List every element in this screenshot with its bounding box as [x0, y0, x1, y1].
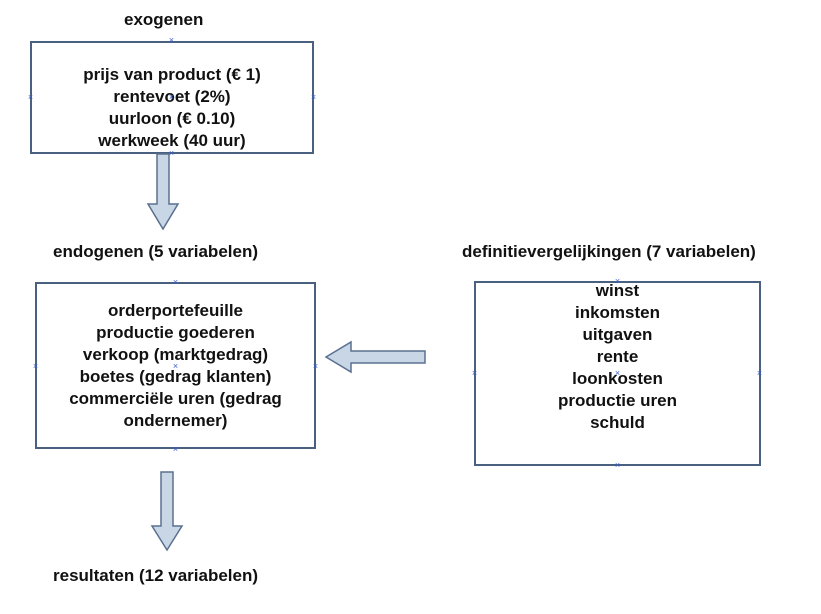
exogenous-title: exogenen	[124, 10, 204, 29]
selection-handle-icon[interactable]: ×	[614, 460, 621, 470]
exogenous-list: prijs van product (€ 1) rentevoet (2%) u…	[83, 44, 261, 152]
exogenous-item: werkweek (40 uur)	[98, 130, 246, 150]
down-arrow-shape	[150, 471, 184, 552]
endogenous-item: commerciële uren (gedrag	[69, 388, 282, 408]
selection-handle-icon[interactable]: ×	[471, 368, 478, 378]
endogenous-box[interactable]: orderportefeuille productie goederen ver…	[35, 282, 316, 449]
definitions-item: inkomsten	[574, 302, 660, 322]
down-arrow-icon	[150, 471, 184, 552]
selection-handle-icon[interactable]: ×	[310, 92, 317, 102]
endogenous-item: orderportefeuille	[107, 300, 244, 320]
definitions-item: rente	[596, 346, 639, 366]
exogenous-item: prijs van product (€ 1)	[83, 64, 261, 84]
selection-handle-icon[interactable]: ×	[172, 277, 179, 287]
definitions-box[interactable]: winst inkomsten uitgaven rente loonkoste…	[474, 281, 761, 466]
selection-handle-icon[interactable]: ×	[168, 35, 175, 45]
selection-handle-icon[interactable]: ×	[168, 92, 175, 102]
selection-handle-icon[interactable]: ×	[32, 361, 39, 371]
selection-handle-icon[interactable]: ×	[614, 276, 621, 286]
selection-handle-icon[interactable]: ×	[168, 148, 175, 158]
selection-handle-icon[interactable]: ×	[312, 361, 319, 371]
endogenous-list: orderportefeuille productie goederen ver…	[69, 300, 282, 432]
definitions-item: schuld	[590, 412, 645, 432]
selection-handle-icon[interactable]: ×	[756, 368, 763, 378]
endogenous-item: boetes (gedrag klanten)	[79, 366, 272, 386]
results-title: resultaten (12 variabelen)	[53, 566, 259, 585]
definitions-item: productie uren	[557, 390, 677, 410]
definitions-item: winst	[595, 280, 640, 300]
endogenous-title: endogenen (5 variabelen)	[53, 242, 258, 261]
selection-handle-icon[interactable]: ×	[27, 92, 34, 102]
selection-handle-icon[interactable]: ×	[172, 444, 179, 454]
selection-handle-icon[interactable]: ×	[614, 368, 621, 378]
exogenous-item: uurloon (€ 0.10)	[108, 108, 236, 128]
left-arrow-icon	[324, 340, 426, 374]
endogenous-item: productie goederen	[96, 322, 255, 342]
definitions-title: definitievergelijkingen (7 variabelen)	[462, 242, 756, 261]
down-arrow-shape	[146, 153, 180, 231]
endogenous-item: ondernemer)	[123, 410, 228, 430]
down-arrow-icon	[146, 153, 180, 231]
definitions-item: loonkosten	[572, 368, 663, 388]
selection-handle-icon[interactable]: ×	[172, 361, 179, 371]
left-arrow-shape	[324, 340, 426, 374]
definitions-item: uitgaven	[582, 324, 653, 344]
definitions-list: winst inkomsten uitgaven rente loonkoste…	[558, 280, 677, 468]
exogenous-item: rentevoet (2%)	[113, 86, 231, 106]
exogenous-box[interactable]: prijs van product (€ 1) rentevoet (2%) u…	[30, 41, 314, 154]
endogenous-item: verkoop (marktgedrag)	[82, 344, 269, 364]
